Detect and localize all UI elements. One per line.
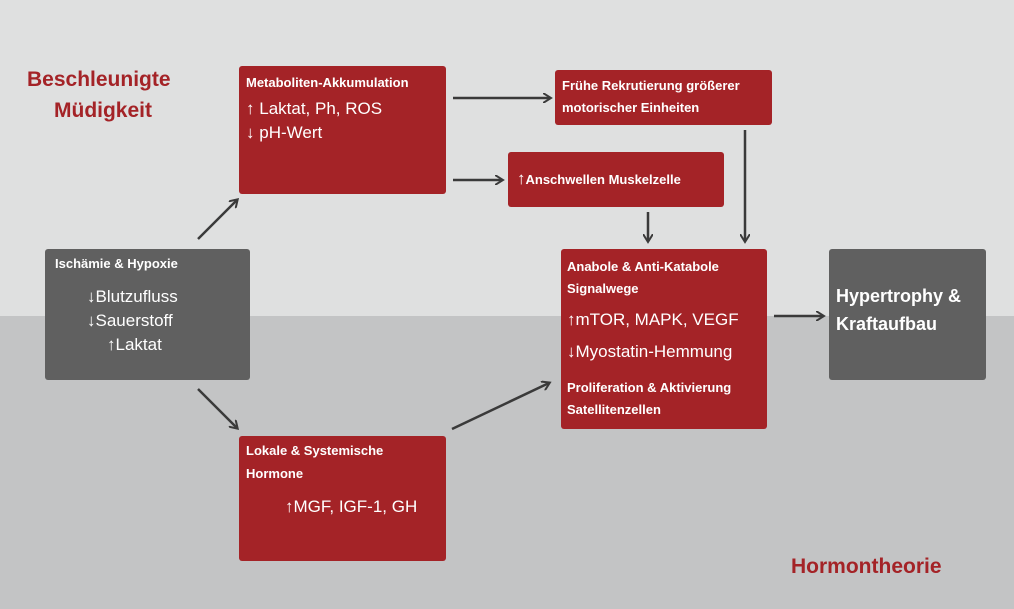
anabolic-item-2-text: Myostatin-Hemmung bbox=[575, 342, 733, 361]
hormones-item: MGF, IGF-1, GH bbox=[285, 495, 417, 519]
hormones-item-1-text: MGF, IGF-1, GH bbox=[293, 497, 418, 516]
anabolic-line-2: Signalwege bbox=[567, 281, 639, 296]
metabolite-item-up: Laktat, Ph, ROS bbox=[246, 97, 382, 121]
arrow-down-icon bbox=[567, 342, 576, 361]
ischemia-hypoxia-box: Ischämie & Hypoxie Blutzufluss Sauerstof… bbox=[45, 249, 250, 380]
arrow-up-icon bbox=[517, 169, 526, 188]
hormones-box: Lokale & Systemische Hormone MGF, IGF-1,… bbox=[239, 436, 446, 561]
anabolic-item-down: Myostatin-Hemmung bbox=[567, 340, 732, 364]
arrow-up-icon bbox=[107, 335, 116, 354]
hypertrophy-box: Hypertrophy & Kraftaufbau bbox=[829, 249, 986, 380]
metabolite-accumulation-box: Metaboliten-Akkumulation Laktat, Ph, ROS… bbox=[239, 66, 446, 194]
arrow-down-icon bbox=[246, 123, 255, 142]
recruitment-line-1: Frühe Rekrutierung größerer bbox=[562, 78, 740, 93]
ischemia-title: Ischämie & Hypoxie bbox=[55, 256, 178, 271]
anabolic-line-1: Anabole & Anti-Katabole bbox=[567, 259, 719, 274]
anabolic-pathways-box: Anabole & Anti-Katabole Signalwege mTOR,… bbox=[561, 249, 767, 429]
metabolite-item-down: pH-Wert bbox=[246, 121, 322, 145]
early-recruitment-box: Frühe Rekrutierung größerer motorischer … bbox=[555, 70, 772, 125]
recruitment-line-2: motorischer Einheiten bbox=[562, 100, 700, 115]
title-beschleunigte-muedigkeit: Beschleunigte Müdigkeit bbox=[27, 64, 171, 126]
arrow-up-icon bbox=[246, 99, 255, 118]
arrow-ischemia-to-hormones bbox=[197, 388, 237, 428]
anabolic-sub-line-2: Satellitenzellen bbox=[567, 402, 661, 417]
ischemia-item-2-text: Sauerstoff bbox=[95, 311, 173, 330]
arrow-up-icon bbox=[567, 310, 576, 329]
metabolite-item-1-text: Laktat, Ph, ROS bbox=[259, 99, 383, 118]
arrow-ischemia-to-metabolites bbox=[197, 200, 237, 240]
ischemia-item-1-text: Blutzufluss bbox=[95, 287, 178, 306]
hormones-line-1: Lokale & Systemische bbox=[246, 443, 384, 458]
hormones-line-2: Hormone bbox=[246, 466, 304, 481]
muscle-cell-swelling-box: Anschwellen Muskelzelle bbox=[508, 152, 724, 207]
metabolite-title: Metaboliten-Akkumulation bbox=[246, 75, 409, 90]
swelling-label-text: Anschwellen Muskelzelle bbox=[525, 172, 681, 187]
arrow-down-icon bbox=[87, 287, 96, 306]
arrow-down-icon bbox=[87, 311, 96, 330]
title-line-2: Müdigkeit bbox=[54, 99, 152, 122]
hypertrophy-line-2: Kraftaufbau bbox=[836, 314, 938, 334]
anabolic-item-up: mTOR, MAPK, VEGF bbox=[567, 308, 739, 332]
title-line-1: Beschleunigte bbox=[27, 68, 171, 91]
ischemia-item-3-text: Laktat bbox=[115, 335, 162, 354]
hypertrophy-line-1: Hypertrophy & bbox=[836, 286, 962, 306]
ischemia-item-oxygen: Sauerstoff bbox=[87, 309, 173, 333]
anabolic-sub-line-1: Proliferation & Aktivierung bbox=[567, 380, 732, 395]
ischemia-item-blood-flow: Blutzufluss bbox=[87, 285, 178, 309]
arrow-up-icon bbox=[285, 497, 294, 516]
swelling-label: Anschwellen Muskelzelle bbox=[517, 168, 681, 191]
anabolic-item-1-text: mTOR, MAPK, VEGF bbox=[575, 310, 739, 329]
arrow-hormones-to-anabolic bbox=[451, 383, 549, 431]
title-hormontheorie: Hormontheorie bbox=[791, 555, 942, 578]
metabolite-item-2-text: pH-Wert bbox=[259, 123, 323, 142]
ischemia-item-lactate: Laktat bbox=[107, 333, 162, 357]
